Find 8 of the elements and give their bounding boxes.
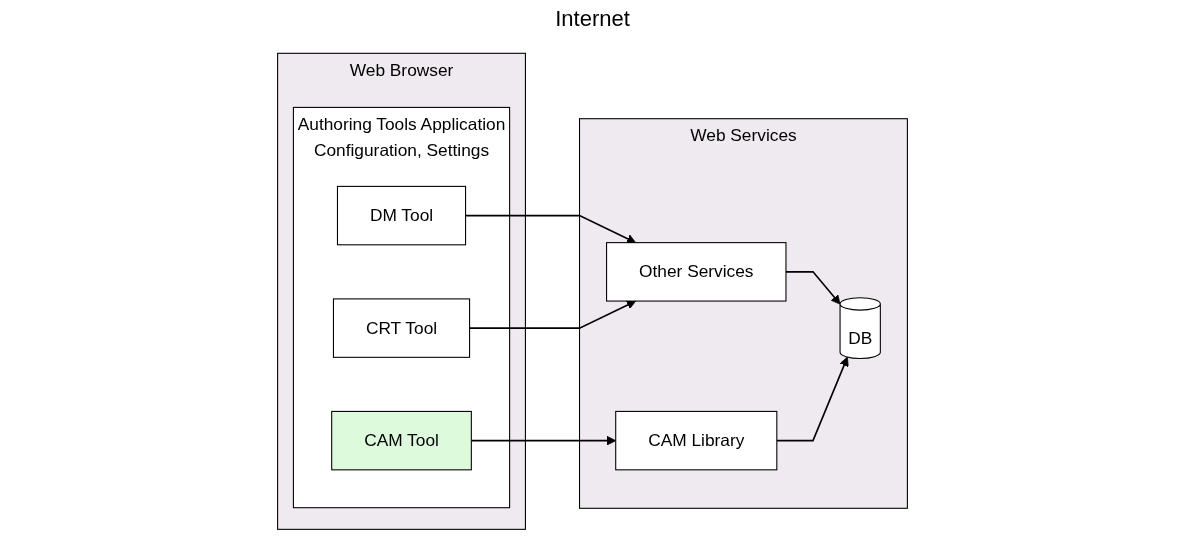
node-box: CAM Tool [331,410,472,471]
node-box: Other Services [606,242,787,302]
network-label: Internet [555,6,630,31]
node-box: CRT Tool [332,298,471,358]
arrow [776,356,849,442]
arrow [785,271,841,305]
node-box: CAM Library [615,410,778,471]
node-box: DM Tool [336,185,467,246]
